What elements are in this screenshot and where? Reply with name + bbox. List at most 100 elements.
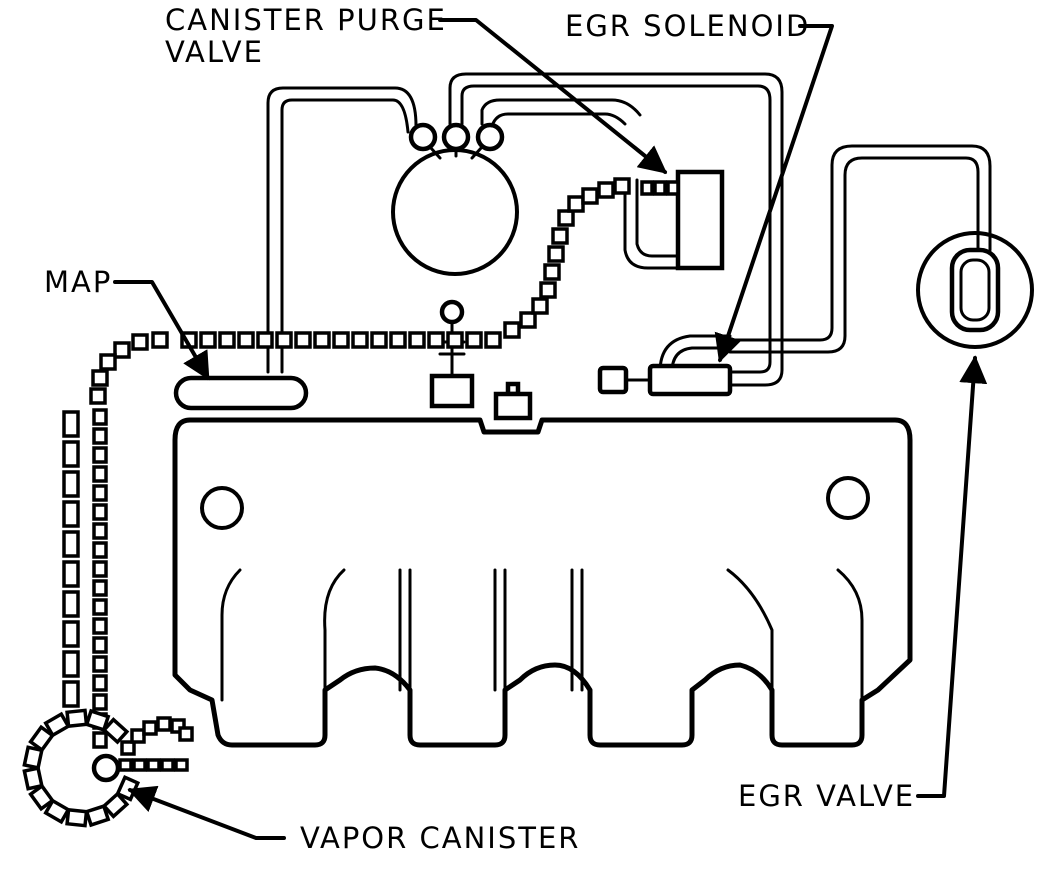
label-canister-purge-valve-line1: CANISTER PURGE bbox=[165, 3, 447, 37]
vapor-canister bbox=[22, 708, 194, 828]
canister-segment bbox=[84, 708, 111, 733]
canister-segment bbox=[22, 745, 44, 770]
leader-lines bbox=[113, 18, 988, 840]
label-canister-purge-valve-line2: VALVE bbox=[165, 35, 264, 69]
hose-segment bbox=[92, 484, 108, 502]
hose-segment bbox=[547, 245, 565, 263]
hose-segment bbox=[531, 297, 549, 315]
hose-segment bbox=[131, 333, 149, 351]
hose-segment bbox=[92, 408, 108, 426]
hose-segment bbox=[370, 331, 388, 349]
hose-segment bbox=[218, 331, 236, 349]
hose-segment bbox=[91, 369, 109, 387]
hose-segment bbox=[543, 263, 561, 281]
hose-segment bbox=[92, 731, 108, 749]
hose-segment bbox=[237, 331, 255, 349]
intake-manifold bbox=[172, 417, 913, 748]
mount-hole-left bbox=[200, 486, 244, 530]
hose-segment bbox=[92, 541, 108, 559]
hose-segment bbox=[92, 674, 108, 692]
hose-segment bbox=[427, 331, 445, 349]
hose-segment bbox=[446, 331, 464, 349]
hose-segment bbox=[92, 579, 108, 597]
leader-egr-valve bbox=[916, 355, 988, 798]
canister-hose-segment bbox=[178, 726, 194, 742]
canister-segment bbox=[65, 708, 89, 729]
label-vapor-canister: VAPOR CANISTER bbox=[300, 821, 580, 855]
hose-segment bbox=[92, 446, 108, 464]
hose-segment bbox=[256, 331, 274, 349]
egr-valve bbox=[916, 231, 1034, 349]
label-map: MAP bbox=[44, 265, 112, 299]
hose-segment bbox=[519, 311, 537, 329]
hose-segment bbox=[62, 470, 80, 498]
hose-segment bbox=[92, 617, 108, 635]
hose-segment bbox=[92, 598, 108, 616]
canister-hose-segment bbox=[130, 728, 146, 744]
canister-segment bbox=[28, 783, 55, 812]
canister-hose-segment bbox=[156, 716, 172, 732]
hose-segment bbox=[151, 331, 169, 349]
egr-connector bbox=[597, 363, 733, 397]
canister-hose-segment bbox=[142, 720, 158, 736]
hose-segment bbox=[503, 321, 521, 339]
hose-segment bbox=[92, 693, 108, 711]
hose-segment bbox=[62, 410, 80, 438]
hose-segment bbox=[89, 387, 107, 405]
hose-segment bbox=[465, 331, 483, 349]
canister-segment bbox=[101, 717, 130, 745]
label-egr-solenoid: EGR SOLENOID bbox=[565, 9, 810, 43]
leader-egr-solenoid bbox=[714, 24, 834, 363]
leader-vapor-canister bbox=[127, 785, 286, 840]
hose-segment bbox=[62, 650, 80, 678]
hose-segment bbox=[92, 655, 108, 673]
label-egr-valve: EGR VALVE bbox=[738, 779, 915, 813]
hose-segment bbox=[92, 465, 108, 483]
hose-segment bbox=[146, 758, 161, 772]
hose-segment bbox=[92, 560, 108, 578]
canister-segment bbox=[43, 711, 71, 738]
hose-segment bbox=[484, 331, 502, 349]
hose-segment bbox=[92, 522, 108, 540]
manifold-sensors bbox=[429, 299, 533, 421]
leader-canister-purge-valve bbox=[438, 18, 668, 174]
hose-segment bbox=[62, 440, 80, 468]
canister-segment bbox=[101, 791, 130, 819]
hose-segment bbox=[92, 503, 108, 521]
hose-segment bbox=[294, 331, 312, 349]
hose-segment bbox=[551, 227, 569, 245]
hose-segment bbox=[581, 187, 599, 205]
hose-segment bbox=[613, 177, 631, 195]
hose-segment bbox=[557, 209, 575, 227]
hose-segment bbox=[62, 560, 80, 588]
canister-segment bbox=[28, 724, 55, 753]
hose-segment bbox=[62, 590, 80, 618]
hose-segment bbox=[62, 530, 80, 558]
leader-map bbox=[113, 280, 210, 381]
hose-segment bbox=[275, 331, 293, 349]
egr-solenoid bbox=[640, 169, 725, 271]
hose-segment bbox=[539, 281, 557, 299]
hose-segment bbox=[313, 331, 331, 349]
hose-segment bbox=[92, 427, 108, 445]
hose-segment bbox=[567, 195, 585, 213]
segmented-hoses bbox=[62, 177, 631, 772]
hose-segment bbox=[62, 500, 80, 528]
throttle-body-ports bbox=[391, 122, 519, 276]
hoses bbox=[266, 72, 992, 387]
hose-segment bbox=[113, 341, 131, 359]
canister-segment bbox=[65, 807, 89, 828]
hose-segment bbox=[99, 353, 117, 371]
hose-segment bbox=[62, 620, 80, 648]
canister-hose-segment bbox=[120, 740, 136, 756]
hose-segment bbox=[160, 758, 175, 772]
hose-segment bbox=[132, 758, 147, 772]
canister-segment bbox=[84, 803, 111, 828]
hose-segment bbox=[408, 331, 426, 349]
hose-segment bbox=[174, 758, 189, 772]
hose-segment bbox=[351, 331, 369, 349]
hose-segment bbox=[62, 680, 80, 708]
hose-segment bbox=[389, 331, 407, 349]
canister-segment bbox=[22, 766, 44, 791]
